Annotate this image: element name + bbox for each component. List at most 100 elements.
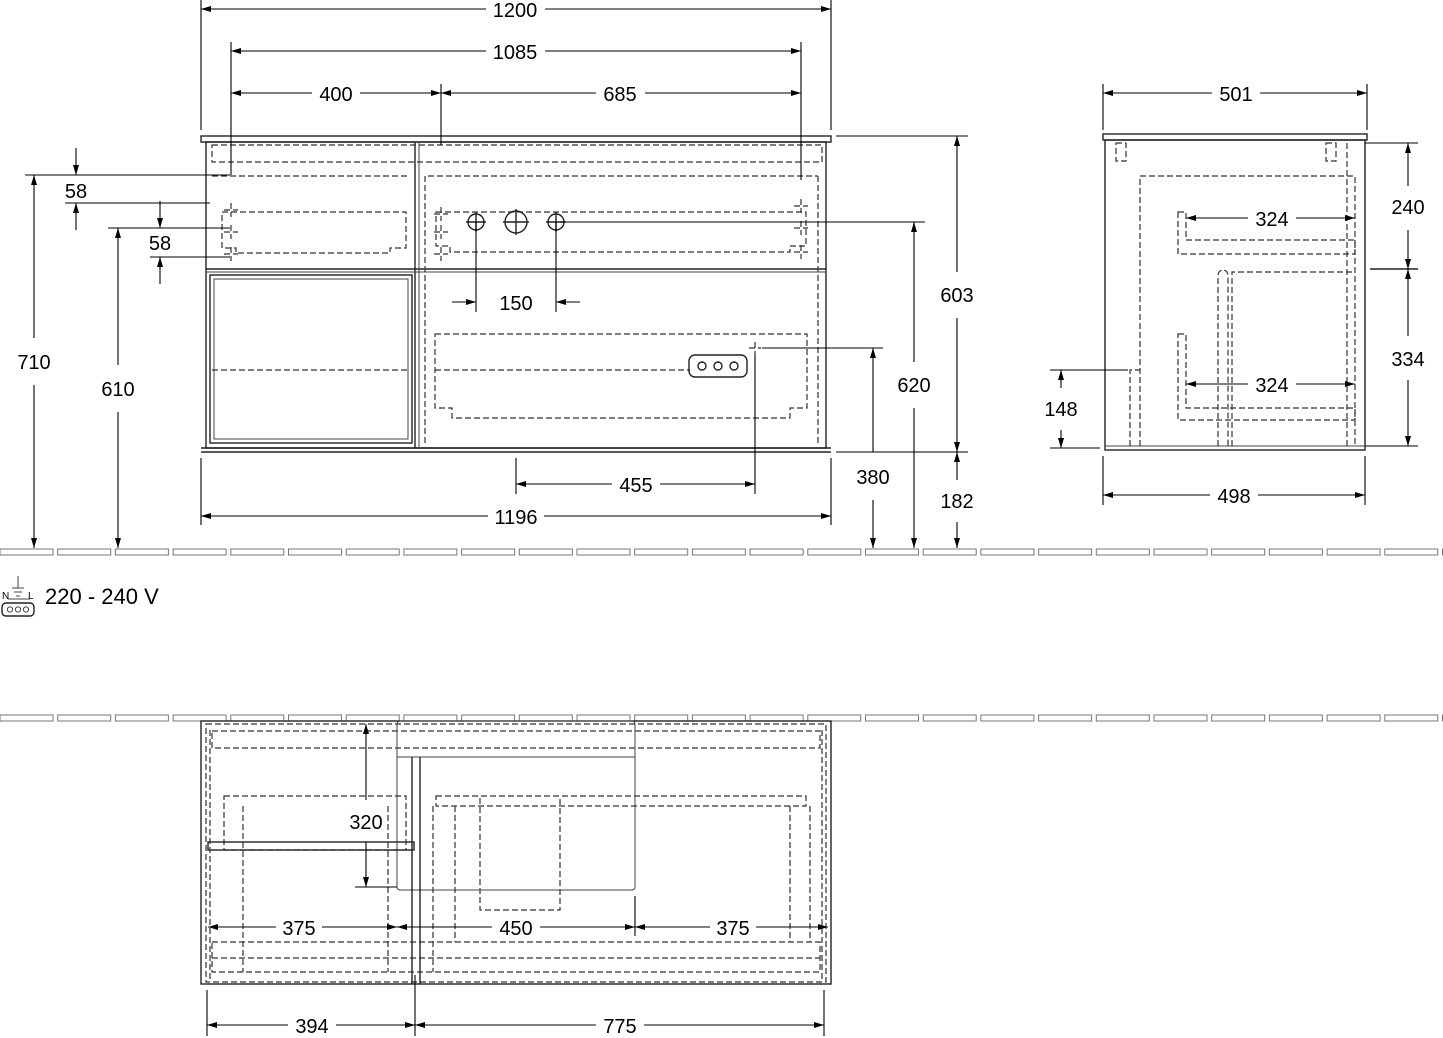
wall-tile	[230, 714, 285, 722]
n-label: N	[2, 591, 9, 602]
wall-tile	[1095, 714, 1150, 722]
wall-tile	[1095, 548, 1150, 556]
wall-tile	[1153, 714, 1208, 722]
dim-1085: 1085	[493, 42, 538, 64]
side-countertop	[1102, 133, 1368, 141]
wall-tile	[1326, 714, 1381, 722]
wall-tile	[865, 548, 919, 556]
side-view: 501 324 324 240 334 148 498	[1044, 84, 1425, 508]
wall-tile	[0, 548, 54, 556]
dim-610: 610	[101, 379, 134, 401]
dim-501: 501	[1219, 84, 1252, 106]
wall-tile	[345, 714, 400, 722]
wall-tile	[518, 714, 573, 722]
wall-tile	[807, 714, 862, 722]
socket-icon: N L	[1, 576, 35, 617]
wall-tile	[1153, 548, 1208, 556]
upper-left-drawer	[221, 211, 407, 254]
dim-334: 334	[1391, 349, 1424, 371]
dim-455: 455	[619, 475, 652, 497]
countertop	[200, 135, 832, 143]
wall-tile	[114, 548, 169, 556]
dim-324-upper: 324	[1255, 209, 1288, 231]
side-body	[1104, 139, 1366, 451]
left-door	[209, 274, 413, 444]
dim-775: 775	[603, 1016, 636, 1038]
top-view: 320 375 450 375 394 775	[200, 720, 832, 1038]
wall-tile	[518, 548, 573, 556]
side-upper-drawer	[1177, 211, 1356, 255]
dim-603: 603	[940, 285, 973, 307]
wall-tile	[922, 714, 977, 722]
wall-tile	[1038, 714, 1093, 722]
wall-tile	[749, 548, 804, 556]
wall-strip-top	[0, 548, 1443, 556]
wall-tile	[288, 548, 342, 556]
dim-620: 620	[897, 375, 930, 397]
dim-394: 394	[295, 1016, 328, 1038]
wall-tile	[403, 714, 458, 722]
top-dimensions: 320 375 450 375 394 775	[206, 724, 828, 1038]
wall-tile	[57, 548, 112, 556]
wall-tile	[980, 548, 1035, 556]
wall-tile	[749, 714, 804, 722]
dim-498: 498	[1217, 486, 1250, 508]
wall-tile	[461, 714, 516, 722]
wall-tile	[172, 714, 227, 722]
wall-tile	[576, 548, 631, 556]
wall-tile	[1211, 548, 1266, 556]
dim-150: 150	[499, 293, 532, 315]
dim-710: 710	[17, 352, 50, 374]
wall-tile	[403, 548, 458, 556]
wall-tile	[634, 548, 689, 556]
wall-tile	[1268, 714, 1323, 722]
top-body	[200, 720, 832, 985]
wall-tile	[865, 714, 919, 722]
wall-tile	[576, 714, 631, 722]
front-dimensions: 1200 1085 400 685 58 58	[17, 0, 974, 548]
wall-tile	[1384, 714, 1439, 722]
l-label: L	[28, 591, 34, 602]
dim-375-right: 375	[716, 918, 749, 940]
wall-tile	[288, 714, 342, 722]
wall-tile	[172, 548, 227, 556]
wall-tile	[345, 548, 400, 556]
dim-380: 380	[856, 467, 889, 489]
pipe-connections	[466, 209, 566, 235]
lower-drawer	[434, 333, 808, 419]
dim-1196: 1196	[494, 507, 537, 529]
dim-148: 148	[1044, 399, 1077, 421]
wall-tile	[0, 714, 54, 722]
wall-tile	[1384, 548, 1439, 556]
wall-tile	[980, 714, 1035, 722]
power-label: 220 - 240 V	[45, 584, 159, 609]
wall-tile	[1211, 714, 1266, 722]
dim-450: 450	[499, 918, 532, 940]
wall-tile	[1038, 548, 1093, 556]
dim-182: 182	[940, 491, 973, 513]
wall-tile	[1268, 548, 1323, 556]
front-socket	[688, 342, 761, 378]
wall-tile	[691, 548, 746, 556]
wall-tile	[114, 714, 169, 722]
wall-tile	[230, 548, 285, 556]
wall-strip-bottom	[0, 714, 1443, 722]
dim-58-top: 58	[65, 181, 87, 203]
dim-324-lower: 324	[1255, 375, 1288, 397]
wall-tile	[461, 548, 516, 556]
dim-58-second: 58	[149, 233, 171, 255]
wall-tile	[634, 714, 689, 722]
wall-tile	[807, 548, 862, 556]
power-legend: N L 220 - 240 V	[1, 576, 159, 617]
wall-tile	[922, 548, 977, 556]
wall-tile	[57, 714, 112, 722]
dim-375-left: 375	[282, 918, 315, 940]
wall-tile	[691, 714, 746, 722]
dim-240: 240	[1391, 197, 1424, 219]
dim-400: 400	[319, 84, 352, 106]
dim-1200: 1200	[493, 0, 538, 22]
upper-right-drawer	[435, 211, 807, 253]
wall-tile	[1326, 548, 1381, 556]
front-view: 1200 1085 400 685 58 58	[17, 0, 974, 548]
